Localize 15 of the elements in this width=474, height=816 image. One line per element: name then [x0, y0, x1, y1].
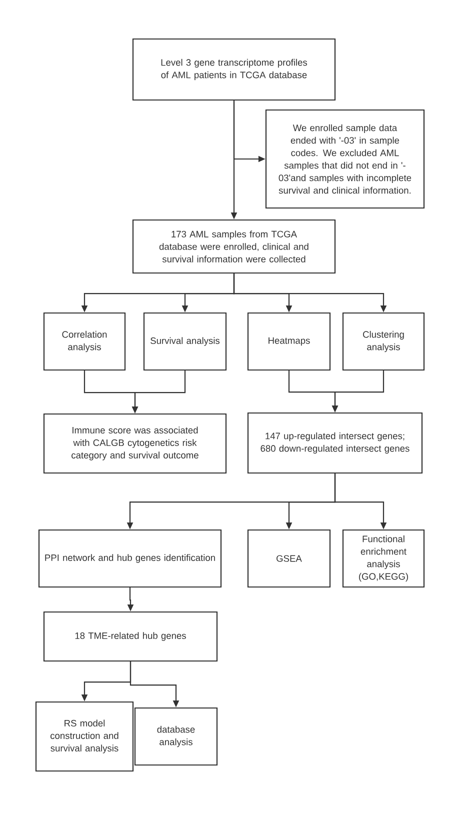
process-box: 173 AML samples from TCGA database were enrolled, clinical and survival information were collected: [132, 219, 336, 274]
process-box: Level 3 gene transcriptome profiles of AML patients in TCGA database: [132, 38, 336, 101]
process-box: PPI network and hub genes identification: [38, 529, 222, 588]
process-box: Functional enrichment analysis (GO,KEGG): [342, 529, 425, 588]
process-box: We enrolled sample data ended with '-03' in sample codes. We excluded AML samples that did not end in '-03'and samples with incomplete survival and clinical information.: [265, 109, 425, 209]
process-box: Clustering analysis: [342, 312, 425, 371]
process-box: 147 up-regulated intersect genes; 680 down-regulated intersect genes: [247, 412, 423, 474]
process-box: 18 TME-related hub genes: [43, 611, 218, 662]
process-box: database analysis: [134, 707, 218, 766]
process-box: RS model construction and survival analysis: [35, 701, 134, 772]
process-box: Heatmaps: [247, 312, 331, 371]
process-box: Survival analysis: [143, 312, 227, 371]
process-box: Immune score was associated with CALGB cytogenetics risk category and survival outcome: [43, 413, 227, 474]
process-box: Correlation analysis: [43, 312, 126, 371]
process-box: GSEA: [247, 529, 331, 588]
